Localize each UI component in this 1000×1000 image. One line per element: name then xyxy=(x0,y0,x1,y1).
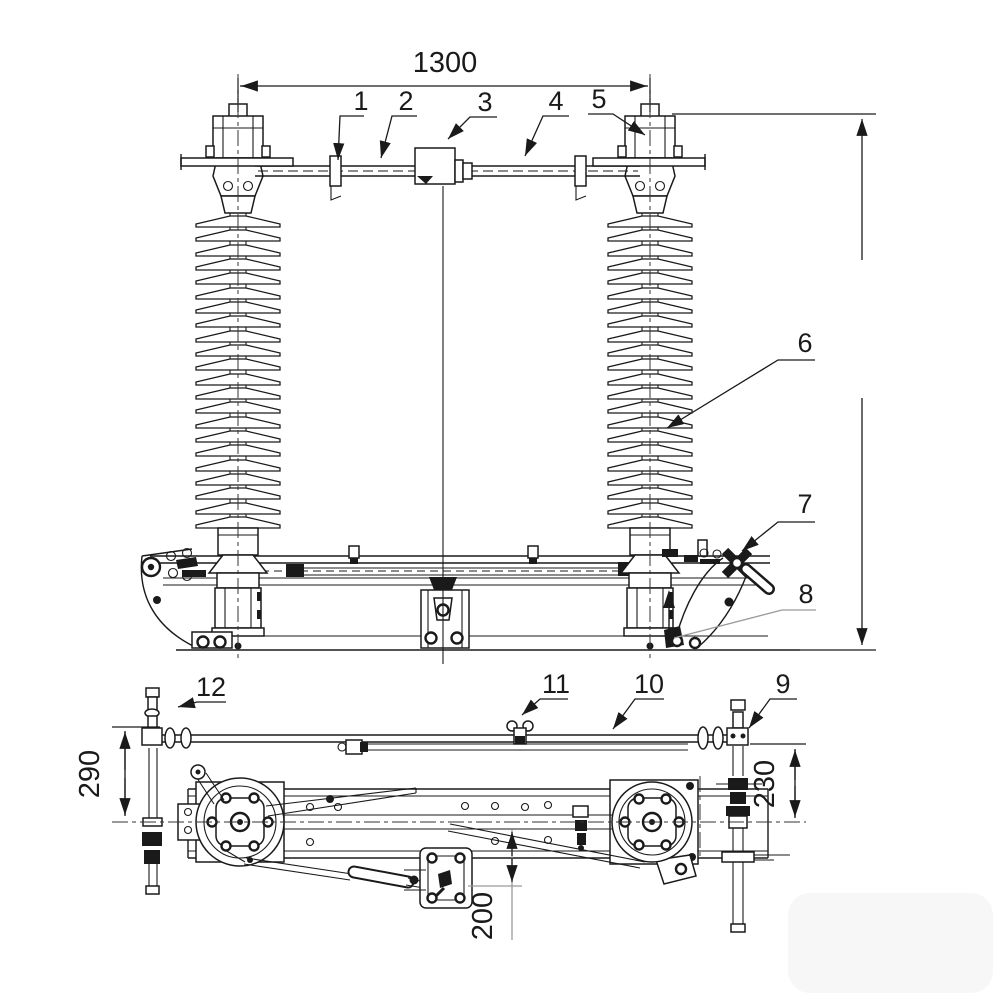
shaft-clamp-fitting xyxy=(572,805,589,851)
upper-long-rod xyxy=(160,720,740,750)
operating-lever-handle xyxy=(740,563,775,595)
svg-text:6: 6 xyxy=(797,328,812,358)
svg-text:12: 12 xyxy=(196,672,226,702)
svg-text:2: 2 xyxy=(398,86,413,116)
flange-arm-upper-left xyxy=(190,764,225,805)
left-vertical-rod xyxy=(141,687,163,895)
dimension-right-height xyxy=(672,113,876,651)
svg-text:11: 11 xyxy=(542,669,570,699)
dimension-left-290: 290 xyxy=(74,726,160,816)
svg-text:8: 8 xyxy=(798,579,813,609)
center-mount-plate-plan xyxy=(404,847,473,909)
callout-9: 9 xyxy=(748,669,797,729)
svg-text:3: 3 xyxy=(477,87,492,117)
plan-main-shaft xyxy=(284,814,612,830)
dimension-right-230: 230 xyxy=(749,743,806,818)
dimension-bottom-200: 200 xyxy=(467,830,522,940)
drive-operating-rod xyxy=(286,562,644,577)
callout-7: 7 xyxy=(741,489,815,552)
diagonal-link-rod xyxy=(447,823,697,885)
svg-text:4: 4 xyxy=(548,86,563,116)
callout-2: 2 xyxy=(379,86,417,159)
svg-text:9: 9 xyxy=(775,669,790,699)
dim-230-label: 230 xyxy=(749,760,781,808)
callout-3: 3 xyxy=(447,87,497,140)
dim-290-label: 290 xyxy=(74,750,106,798)
svg-text:7: 7 xyxy=(797,489,812,519)
callout-6: 6 xyxy=(666,328,815,429)
center-coupling-box xyxy=(414,147,473,185)
crank-direction-arrow xyxy=(663,590,675,644)
callout-4: 4 xyxy=(524,86,569,157)
svg-text:1: 1 xyxy=(353,86,368,116)
callout-12: 12 xyxy=(177,672,226,709)
flange-arm-upper-right xyxy=(265,787,417,817)
contact-arm-assembly xyxy=(180,147,706,201)
rail-post-fittings xyxy=(348,545,539,564)
plan-view: 290 230 200 9 10 11 xyxy=(74,669,806,940)
turnbuckle-linkage xyxy=(224,849,425,889)
center-mechanism-box xyxy=(420,577,470,649)
left-end-bracket xyxy=(140,547,233,649)
callout-5: 5 xyxy=(588,84,646,136)
left-terminal-flag xyxy=(180,154,294,170)
front-elevation-view: 1300 1 2 3 4 5 6 xyxy=(140,47,876,664)
right-end-mechanism xyxy=(662,539,775,650)
callout-1: 1 xyxy=(333,86,369,161)
svg-text:10: 10 xyxy=(634,669,664,699)
dim-200-label: 200 xyxy=(467,892,499,940)
right-vertical-rod xyxy=(716,699,790,933)
callout-8: 8 xyxy=(673,579,816,639)
dim-1300-label: 1300 xyxy=(413,47,478,79)
second-long-rod xyxy=(337,739,688,755)
callout-10: 10 xyxy=(612,669,664,730)
rod-clamp-left xyxy=(329,155,342,201)
svg-text:5: 5 xyxy=(591,84,606,114)
callout-11: 11 xyxy=(521,669,570,716)
rod-clamp-right xyxy=(574,155,587,201)
watermark-blob xyxy=(788,893,993,993)
right-terminal-flag xyxy=(592,154,706,170)
dimension-top-width: 1300 xyxy=(237,47,651,112)
wing-clamp-fitting xyxy=(506,720,534,745)
